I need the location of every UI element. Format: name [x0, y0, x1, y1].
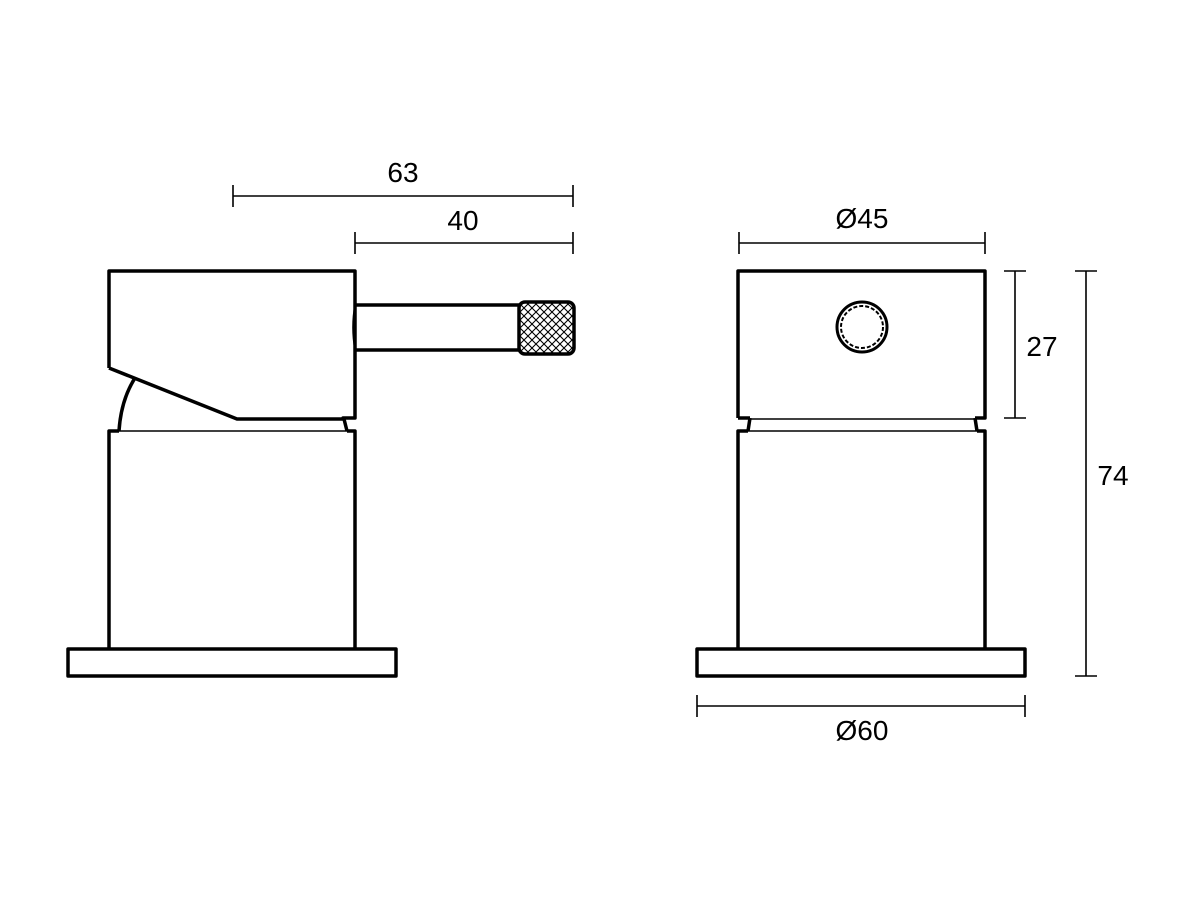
front-view — [695, 269, 1027, 678]
handle-arc — [117, 377, 137, 432]
handle-body — [107, 269, 357, 421]
dim-label-60: Ø60 — [836, 715, 889, 746]
base-flange-front — [695, 647, 1027, 678]
handle-front — [736, 269, 987, 420]
dim-63: 63 — [232, 157, 574, 207]
dim-label-27: 27 — [1026, 331, 1057, 362]
base-flange — [66, 647, 398, 678]
dim-label-74: 74 — [1097, 460, 1128, 491]
dim-45: Ø45 — [738, 203, 986, 254]
valve-body-front — [736, 429, 987, 649]
valve-body — [107, 429, 357, 649]
lever-end — [835, 300, 889, 354]
side-view — [66, 269, 576, 678]
dim-label-63: 63 — [387, 157, 418, 188]
dim-74: 74 — [1075, 270, 1129, 677]
dim-label-45: Ø45 — [836, 203, 889, 234]
knurled-tip — [517, 300, 576, 356]
gap-notch — [342, 418, 349, 432]
dim-27: 27 — [1004, 270, 1058, 419]
dim-label-40: 40 — [447, 205, 478, 236]
dim-40: 40 — [354, 205, 574, 254]
lever — [355, 303, 519, 352]
dim-60: Ø60 — [696, 695, 1026, 746]
